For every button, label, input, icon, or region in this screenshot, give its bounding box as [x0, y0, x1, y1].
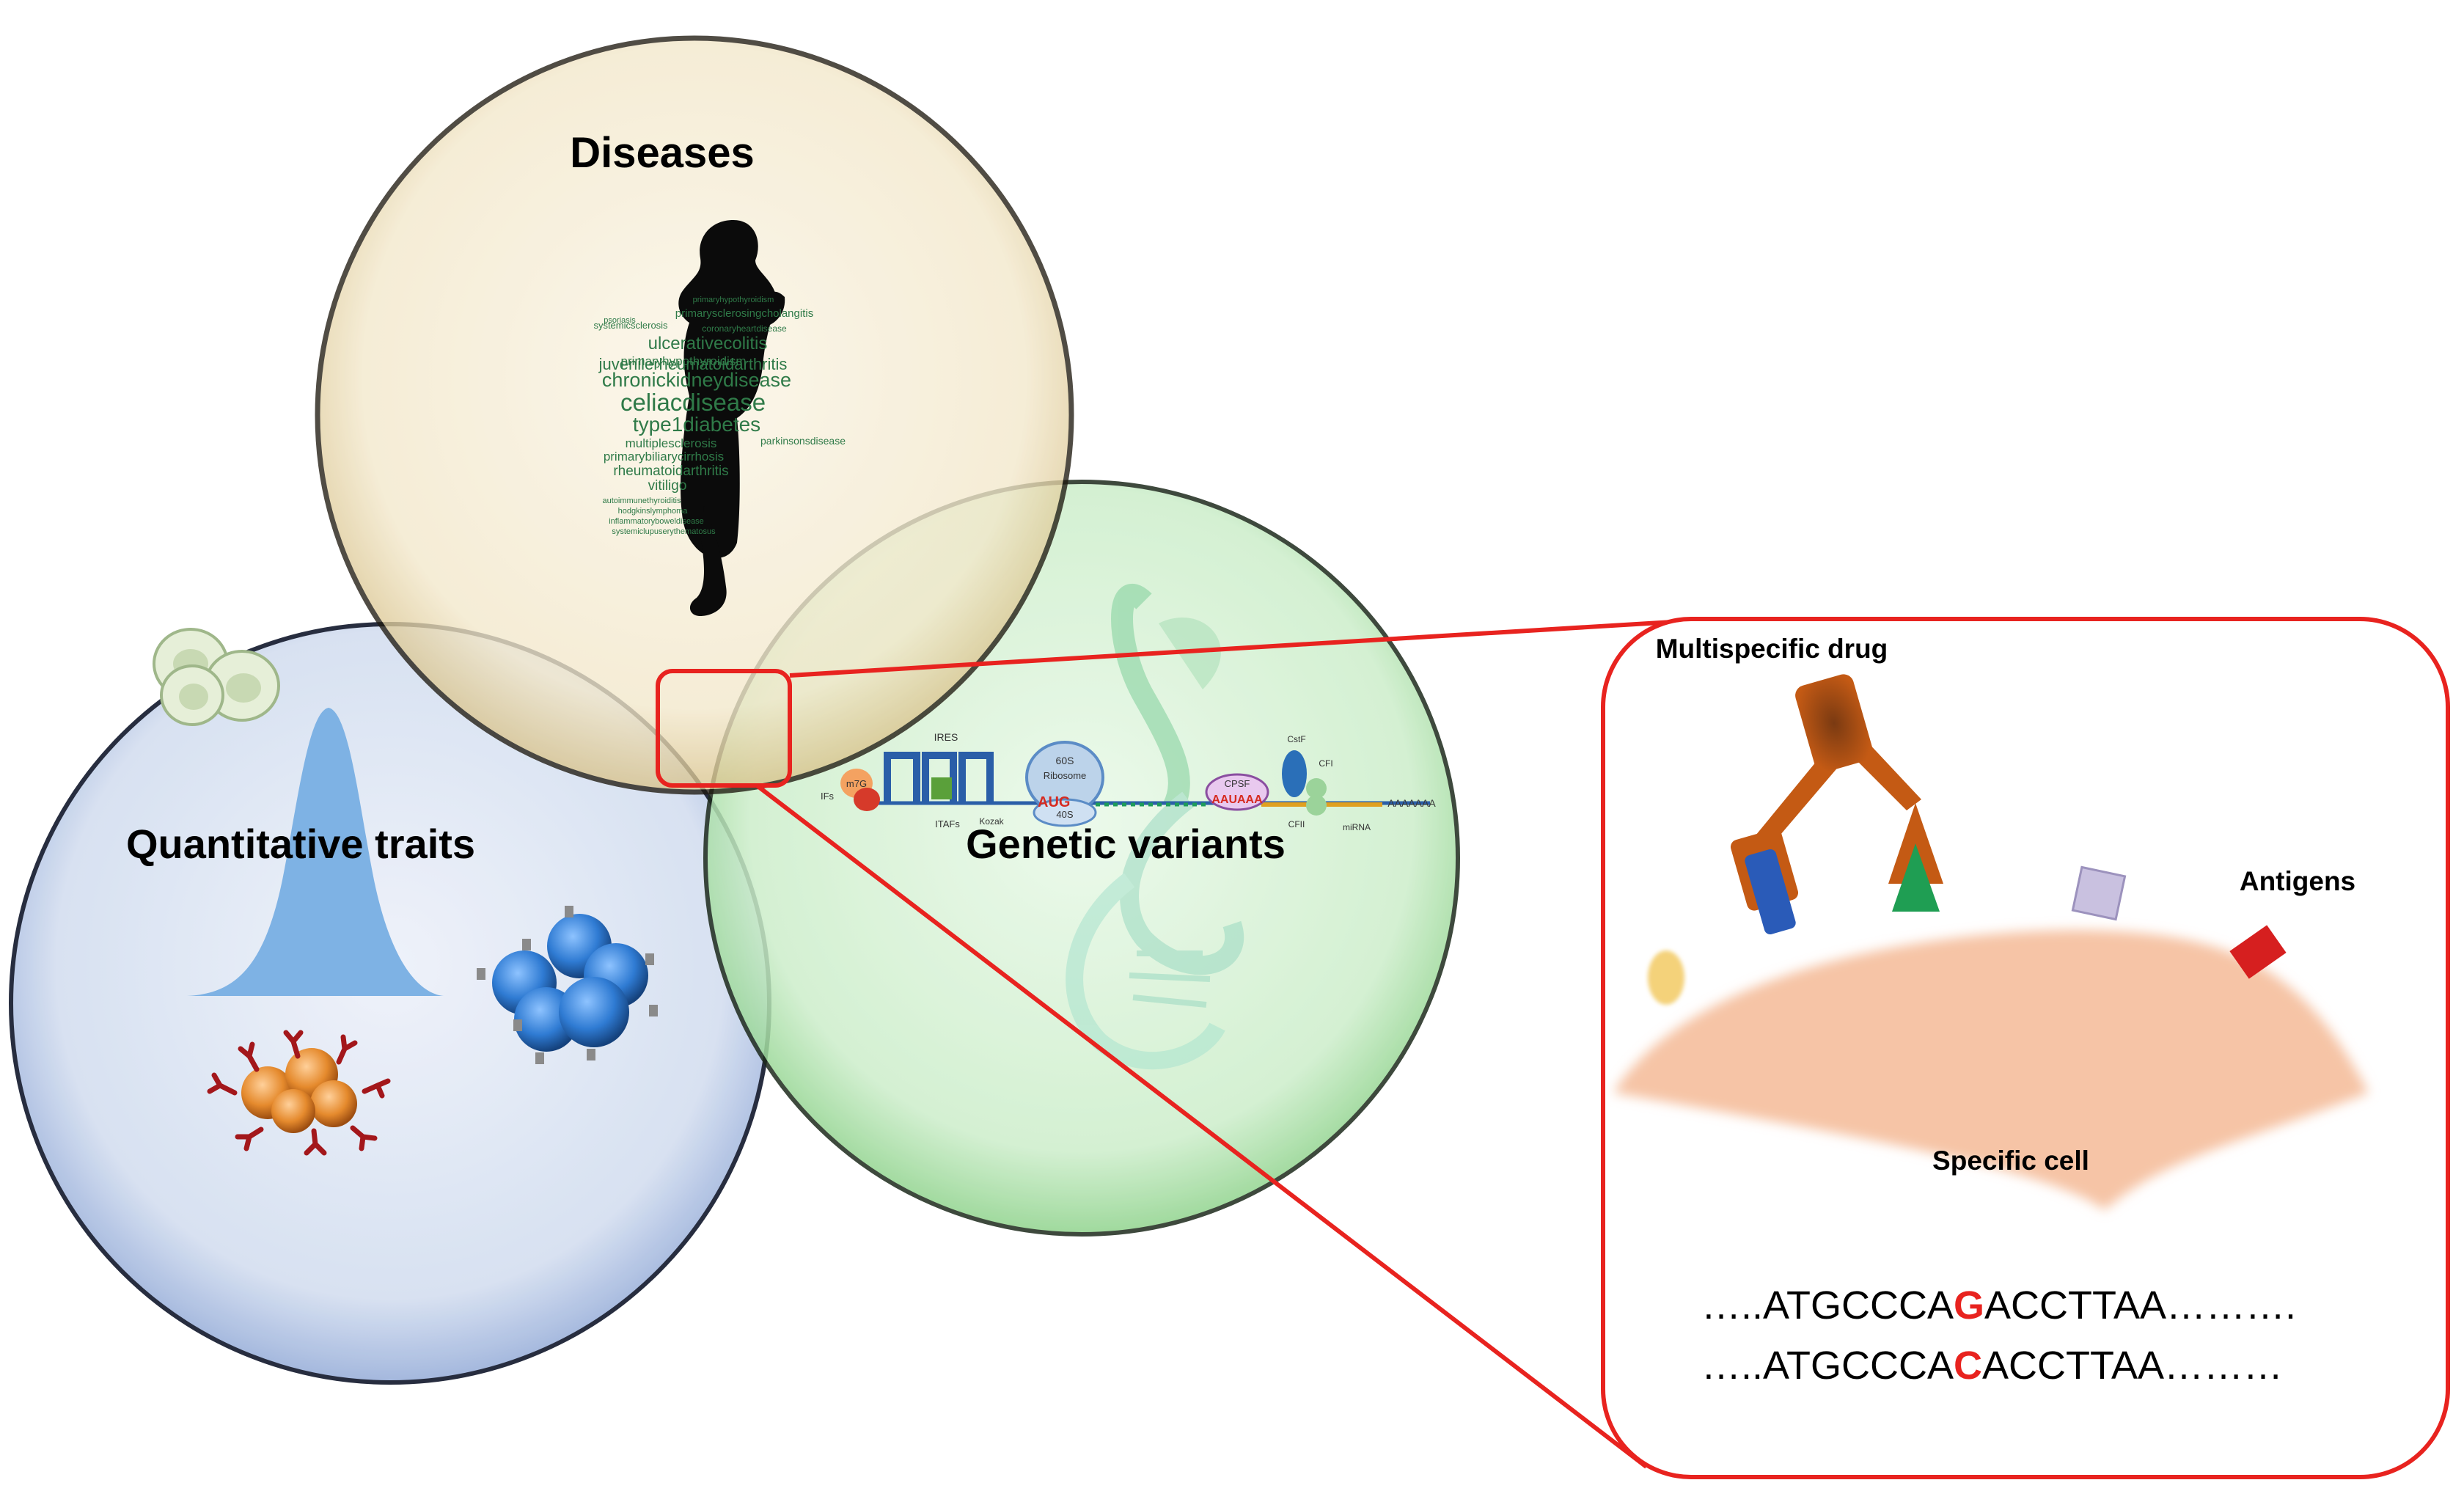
variant-base-g: G: [1954, 1283, 1984, 1327]
sequence-reference: …..ATGCCCAGACCTTAA……….: [1701, 1283, 2296, 1327]
cfii-label: CFII: [1288, 819, 1305, 829]
sequence-suffix: ACCTTAA………: [1982, 1344, 2283, 1388]
antibody-cells-icon: [207, 1030, 391, 1156]
word-cloud-term: psoriasis: [604, 316, 636, 325]
diseases-title: Diseases: [570, 129, 755, 177]
mirna-label: miRNA: [1343, 822, 1371, 832]
word-cloud-term: hodgkinslymphoma: [618, 507, 689, 516]
word-cloud-term: juvenilerheumatoidarthritis: [598, 355, 788, 373]
sequence-prefix: …..ATGCCCA: [1701, 1344, 1954, 1388]
word-cloud-term: multiplesclerosis: [626, 436, 717, 450]
antigens-label: Antigens: [2240, 866, 2355, 896]
ires-label: IRES: [934, 731, 958, 743]
specific-cell-label: Specific cell: [1932, 1146, 2089, 1176]
start-codon-label: AUG: [1038, 794, 1070, 810]
ribosome-40s-label: 40S: [1056, 809, 1073, 820]
word-cloud-term: parkinsonsdisease: [760, 435, 846, 447]
m7g-label: m7G: [846, 778, 867, 789]
lymphocytes-icon: [477, 906, 658, 1064]
mrna-translation-diagram: m7G IFs IRES ITAFs 60S Ribosome 40S AUG …: [821, 731, 1436, 832]
variant-base-c: C: [1954, 1344, 1982, 1388]
word-cloud-term: autoimmunethyroiditis: [603, 497, 681, 505]
itafs-label: ITAFs: [935, 818, 960, 829]
word-cloud-term: vitiligo: [648, 478, 687, 494]
stem-cells-icon: [153, 628, 280, 726]
word-cloud-term: rheumatoidarthritis: [613, 464, 728, 479]
disease-word-cloud: primaryhypothyroidism systemicsclerosis …: [593, 296, 846, 536]
word-cloud-term: systemicsclerosis: [593, 320, 668, 331]
specific-cell-shape: [1613, 930, 2369, 1210]
multispecific-drug-icon: [1730, 674, 1943, 934]
word-cloud-term: ulcerativecolitis: [648, 334, 768, 353]
zoom-highlight-box: [656, 669, 792, 788]
sequence-prefix: …..ATGCCCA: [1701, 1283, 1954, 1327]
ifs-label: IFs: [821, 791, 835, 802]
word-cloud-term: celiacdisease: [620, 389, 766, 416]
antigen-markers: [1648, 865, 2287, 1005]
cpsf-label: CPSF: [1225, 778, 1250, 789]
polya-signal-label: AAUAAA: [1211, 794, 1263, 806]
word-cloud-term: primarybiliarycirrhosis: [604, 450, 724, 464]
word-cloud-term: chronickidneydisease: [602, 369, 791, 391]
word-cloud-term: primaryhypothyroidism: [621, 354, 747, 368]
word-cloud-term: systemiclupuserythematosus: [612, 527, 716, 536]
quantitative-traits-title: Quantitative traits: [126, 821, 475, 867]
human-silhouette-icon: [678, 220, 785, 616]
word-cloud-term: inflammatoryboweldisease: [609, 517, 704, 526]
word-cloud-term: asthma: [684, 365, 687, 367]
dna-helix-icon: [1066, 584, 1244, 1070]
cfi-label: CFI: [1319, 758, 1332, 769]
bell-curve-icon: [187, 708, 444, 996]
callout-line-bottom: [755, 783, 1648, 1469]
word-cloud-term: primaryhypothyroidism: [693, 296, 774, 304]
kozak-label: Kozak: [979, 816, 1004, 827]
multispecific-drug-label: Multispecific drug: [1656, 634, 1888, 664]
callout-line-top: [789, 618, 1709, 678]
word-cloud-term: coronaryheartdisease: [702, 323, 787, 334]
ribosome-label: Ribosome: [1044, 770, 1087, 781]
word-cloud-term: type1diabetes: [633, 413, 760, 436]
polya-tail-label: AAAAAAA: [1387, 797, 1436, 809]
ribosome-60s-label: 60S: [1056, 755, 1074, 766]
genetic-variants-title: Genetic variants: [966, 821, 1286, 867]
cstf-label: CstF: [1287, 734, 1305, 744]
sequence-suffix: ACCTTAA……….: [1984, 1283, 2296, 1327]
word-cloud-term: primarysclerosingcholangitis: [675, 307, 813, 320]
sequence-variant: …..ATGCCCACACCTTAA………: [1701, 1344, 2283, 1388]
